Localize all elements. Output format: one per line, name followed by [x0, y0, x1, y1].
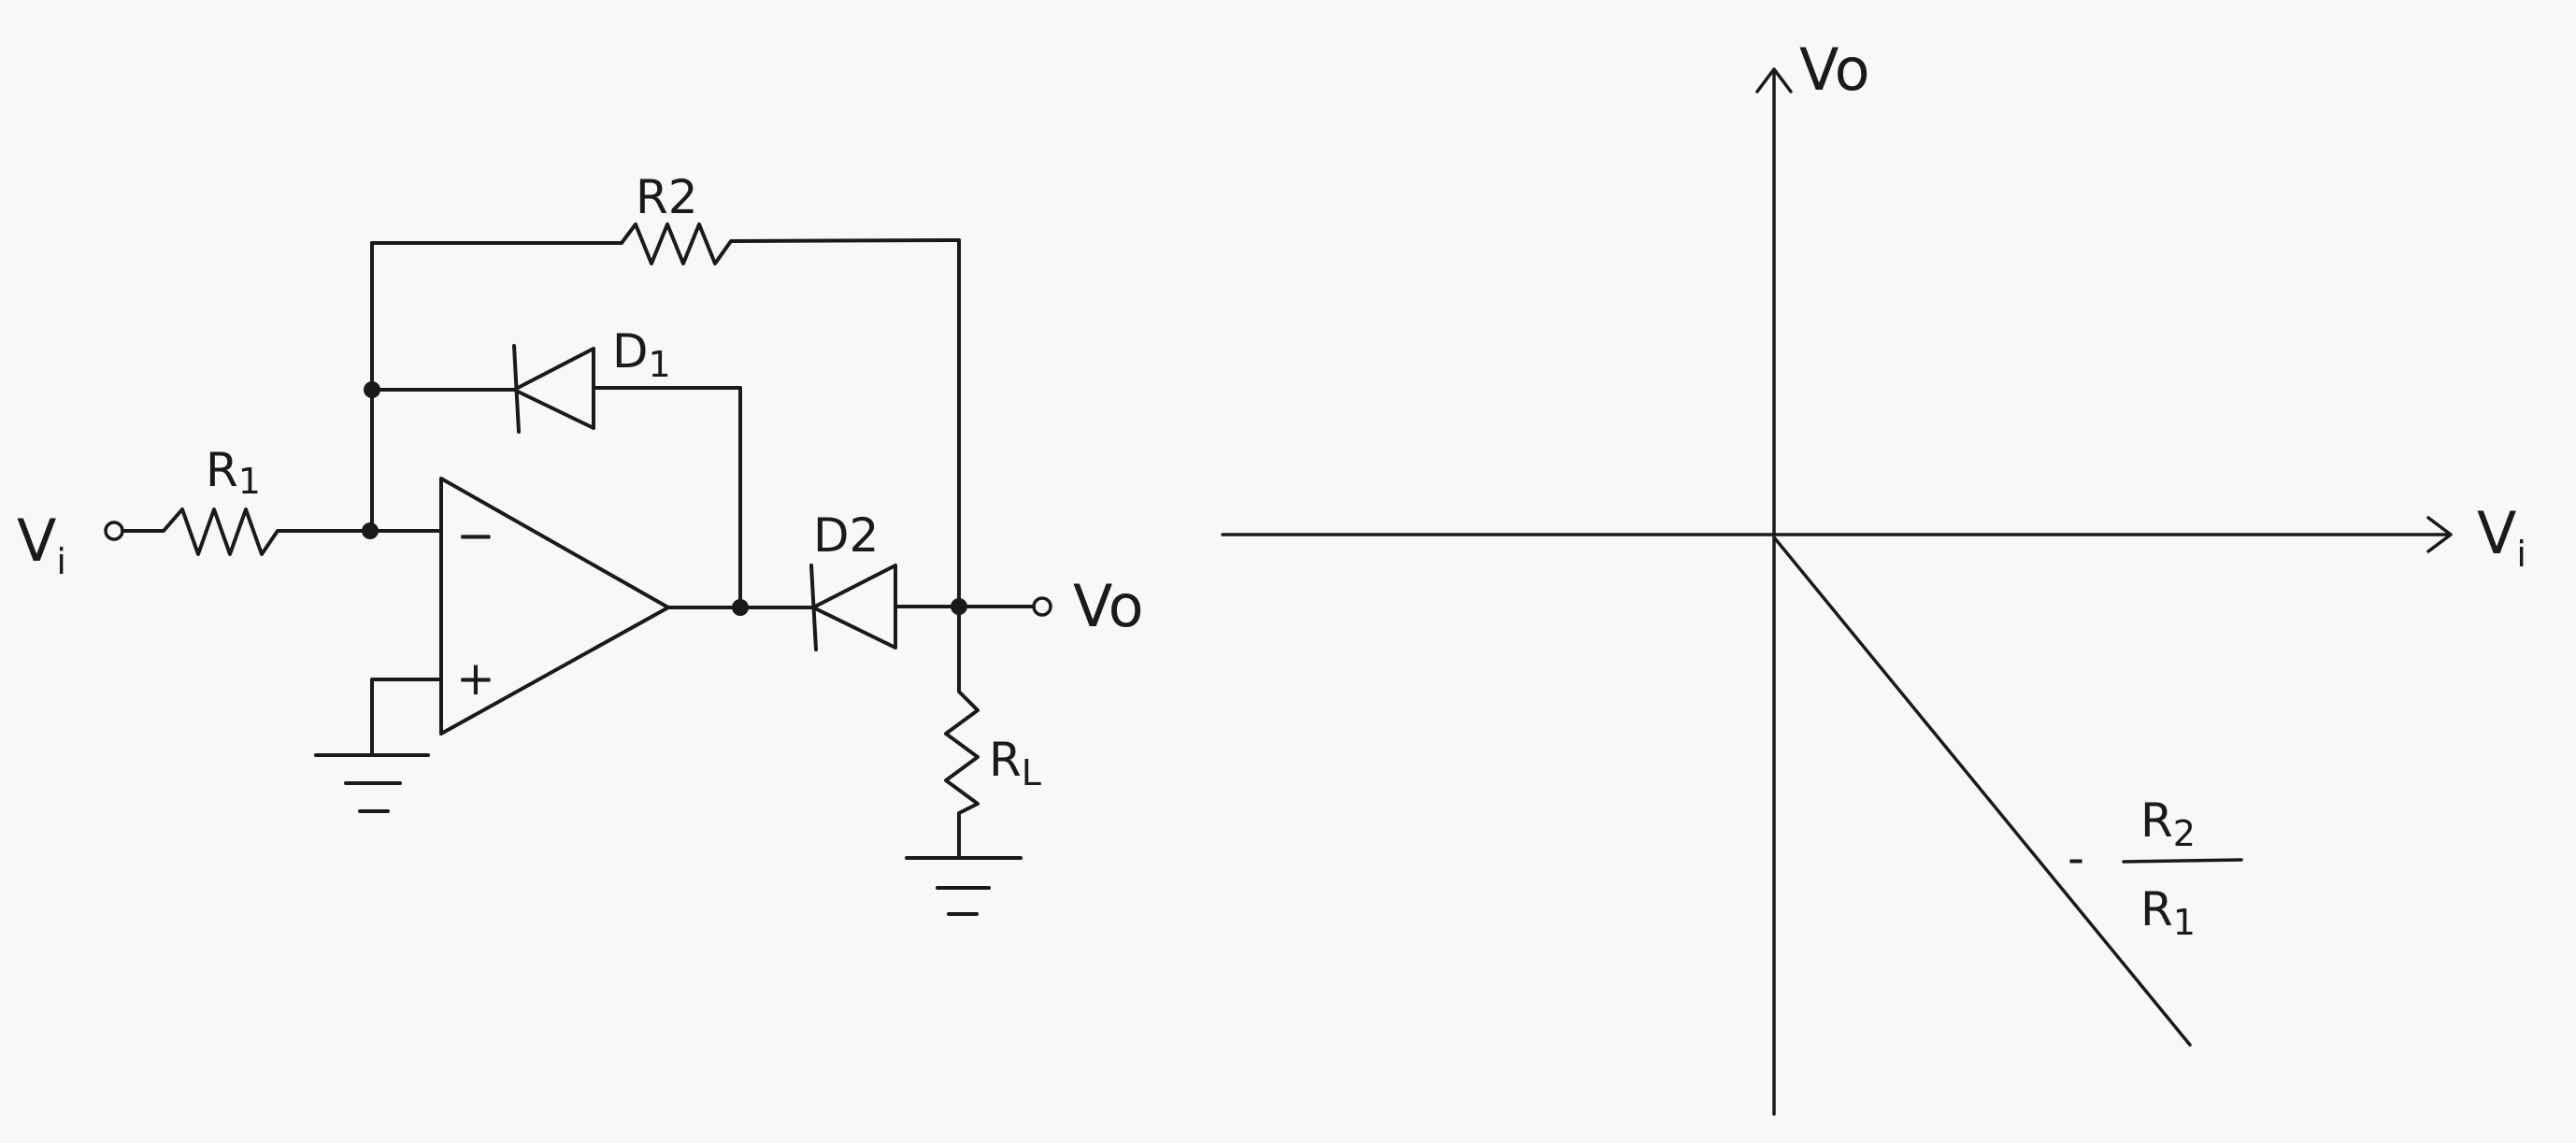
opamp-minus: − — [456, 508, 495, 563]
input-terminal — [104, 521, 124, 541]
r1-label: R1 — [206, 443, 261, 502]
y-axis-arrow — [1755, 67, 1793, 93]
junction-opamp-out — [732, 599, 749, 616]
y-axis-label: Vo — [1799, 36, 1870, 104]
d1-bar — [512, 344, 521, 434]
d1-diode — [512, 347, 595, 430]
r1-resistor — [121, 507, 371, 556]
slope-numerator: R2 — [2140, 793, 2196, 854]
slope-denominator: R1 — [2140, 882, 2196, 943]
output-terminal — [1032, 596, 1052, 617]
x-axis-arrow — [2426, 516, 2453, 553]
input-label: Vi — [17, 507, 66, 582]
transfer-line — [1772, 536, 2192, 1047]
r2-resistor — [370, 222, 961, 265]
d1-label: D1 — [612, 324, 671, 385]
slope-fraction-bar — [2122, 858, 2243, 864]
rl-label: RL — [989, 733, 1041, 793]
circuit: − + Vi R1 R2 D1 D2 RL Vo — [17, 170, 1144, 916]
output-label: Vo — [1073, 572, 1144, 640]
x-axis-label: Vi — [2477, 499, 2526, 575]
wire-plus-ground — [370, 678, 443, 757]
opamp — [439, 477, 670, 736]
d2-diode — [811, 564, 897, 650]
transfer-graph: Vo Vi - R2 R1 — [1221, 36, 2526, 1116]
d2-label: D2 — [813, 508, 879, 563]
rl-resistor — [944, 605, 980, 860]
r2-label: R2 — [636, 170, 698, 224]
slope-sign: - — [2068, 831, 2084, 885]
d2-bar — [809, 564, 818, 651]
opamp-plus: + — [456, 651, 495, 706]
